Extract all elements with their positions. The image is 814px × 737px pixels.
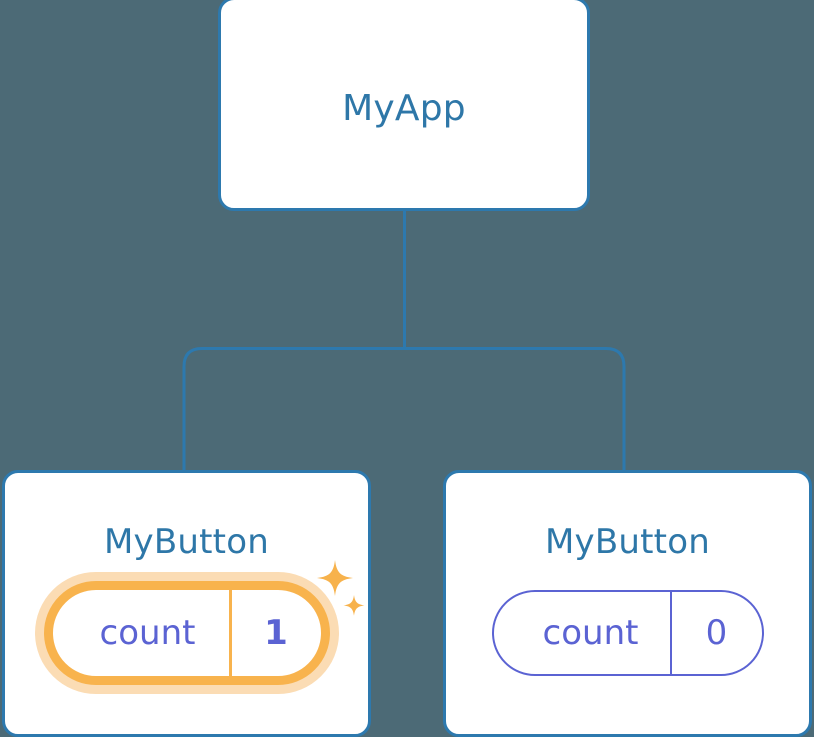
state-pill-key-right: count — [542, 613, 639, 653]
state-pill-value-left: 1 — [228, 590, 321, 676]
state-pill-key-left: count — [99, 613, 196, 653]
state-pill-wrap-left: count 1 — [5, 581, 368, 685]
node-mybutton-right-title: MyButton — [545, 522, 710, 562]
state-pill-count-left[interactable]: count 1 — [43, 581, 330, 685]
node-myapp[interactable]: MyApp — [218, 0, 590, 211]
node-mybutton-left-title: MyButton — [104, 522, 269, 562]
connector-branch-left — [182, 347, 405, 472]
node-mybutton-right[interactable]: MyButton count 0 — [443, 470, 812, 737]
state-pill-value-right: 0 — [669, 592, 762, 674]
node-myapp-title: MyApp — [342, 88, 466, 129]
node-mybutton-left[interactable]: MyButton count 1 — [2, 470, 371, 737]
state-pill-wrap-right: count 0 — [446, 581, 809, 685]
connector-branch-right — [404, 347, 626, 472]
state-pill-count-right[interactable]: count 0 — [491, 590, 764, 676]
